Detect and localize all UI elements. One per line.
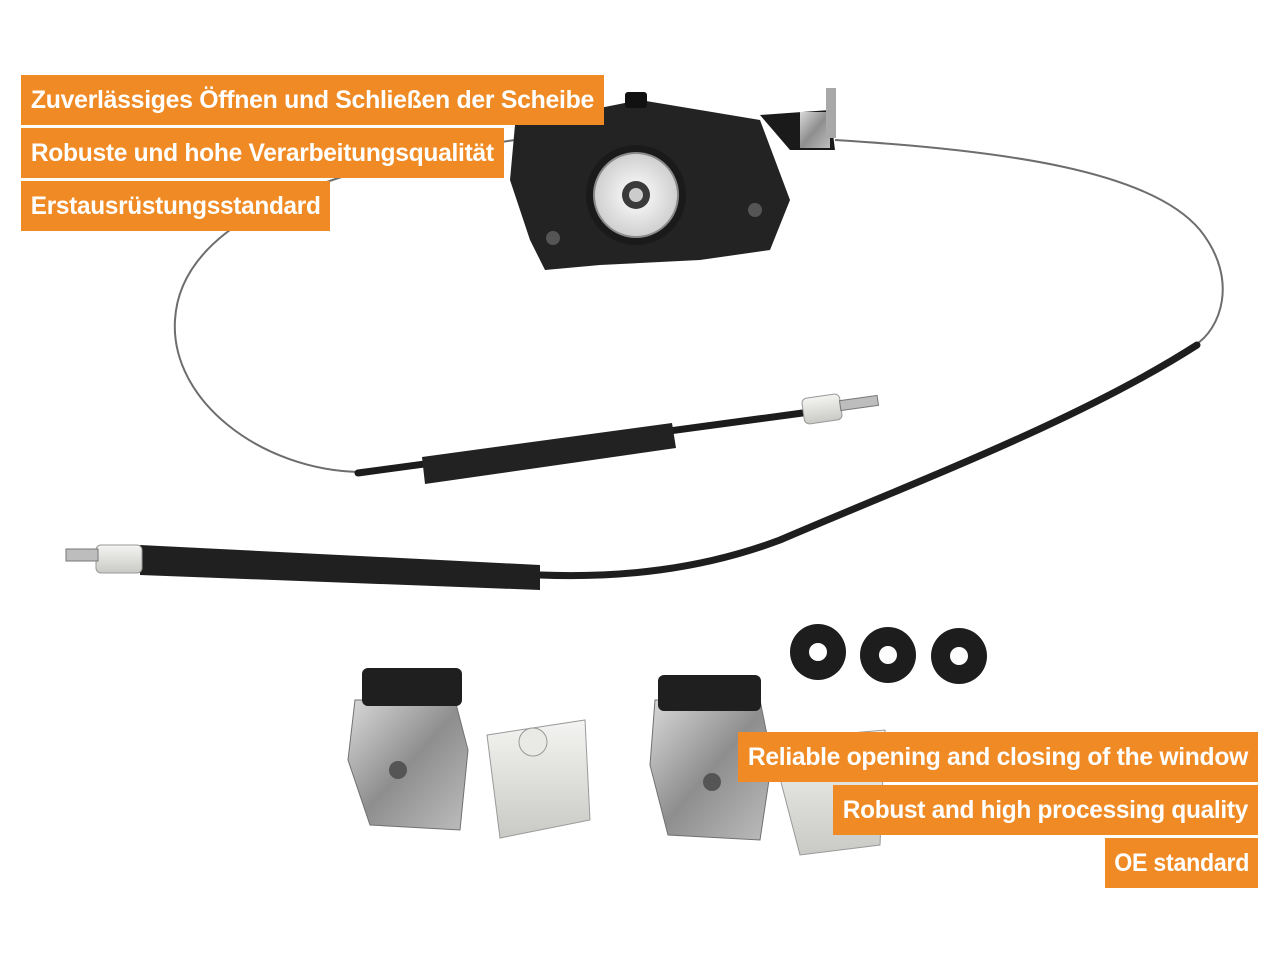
washers xyxy=(790,624,987,684)
cable-sheath xyxy=(536,341,1201,580)
feature-tag-de-robust: Robuste und hohe Verarbeitungsqualität xyxy=(21,128,504,178)
steel-cable-right xyxy=(834,139,1224,346)
lower-rod-sleeve xyxy=(140,545,540,590)
feature-tag-en-reliable: Reliable opening and closing of the wind… xyxy=(738,732,1258,782)
regulator-housing xyxy=(510,88,836,270)
feature-tag-de-reliable: Zuverlässiges Öffnen und Schließen der S… xyxy=(21,75,604,125)
lower-rod-tip xyxy=(65,548,99,562)
upper-rod-end-fitting xyxy=(801,393,843,425)
window-clip-left xyxy=(347,668,591,839)
upper-rod-tip xyxy=(838,394,880,412)
lower-rod-end-fitting xyxy=(95,544,143,574)
feature-tag-en-oe: OE standard xyxy=(1104,838,1258,888)
feature-tag-en-robust: Robust and high processing quality xyxy=(833,785,1258,835)
upper-rod-sleeve xyxy=(422,423,676,484)
feature-tag-de-oe: Erstausrüstungsstandard xyxy=(21,181,331,231)
